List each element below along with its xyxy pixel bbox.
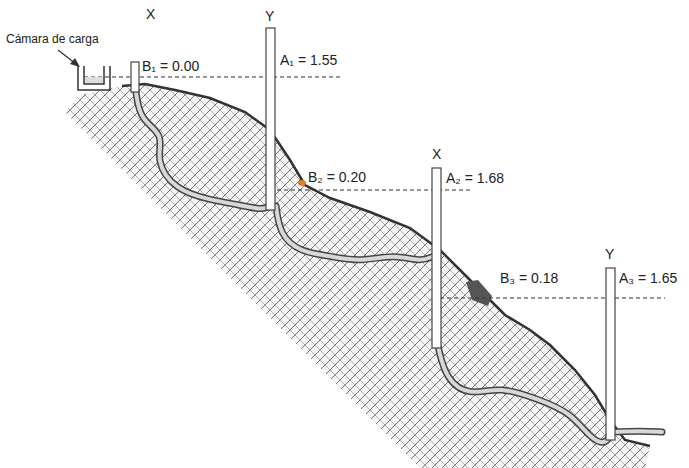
level-value: B₂ = 0.20 <box>308 169 366 185</box>
standpipe-tag: Y <box>605 246 614 262</box>
standpipe <box>266 28 275 210</box>
level-value: A₁ = 1.55 <box>280 52 337 68</box>
level-line <box>440 298 665 299</box>
pipe-bore <box>276 206 434 260</box>
pipe-group <box>136 92 662 442</box>
standpipe-tag: Y <box>265 8 274 24</box>
terrain-surface <box>122 84 650 446</box>
pipe <box>614 428 662 436</box>
chamber-water <box>85 77 103 83</box>
pipe-bore <box>614 429 662 434</box>
level-value: A₂ = 1.68 <box>446 170 504 186</box>
level-value: A₃ = 1.65 <box>619 270 677 286</box>
standpipe-tag: X <box>432 146 441 162</box>
rock-patch <box>466 280 492 306</box>
marker-dot <box>298 180 306 186</box>
standpipe <box>432 168 441 348</box>
pipe <box>276 206 434 260</box>
standpipe <box>131 62 139 92</box>
pipe <box>136 92 270 209</box>
pipe <box>438 346 610 442</box>
leader-arrowhead <box>70 58 80 67</box>
level-value: B₃ = 0.18 <box>500 270 558 286</box>
level-line <box>270 190 472 191</box>
loading-chamber <box>78 66 110 90</box>
hill-terrain <box>65 84 650 468</box>
pipe-bore <box>438 346 610 442</box>
chamber-label: Cámara de carga <box>6 32 99 46</box>
pipe-bore <box>136 92 270 209</box>
level-value: B₁ = 0.00 <box>142 58 199 74</box>
level-line <box>84 77 340 78</box>
standpipe <box>606 268 615 440</box>
standpipe-tag: X <box>146 6 155 22</box>
